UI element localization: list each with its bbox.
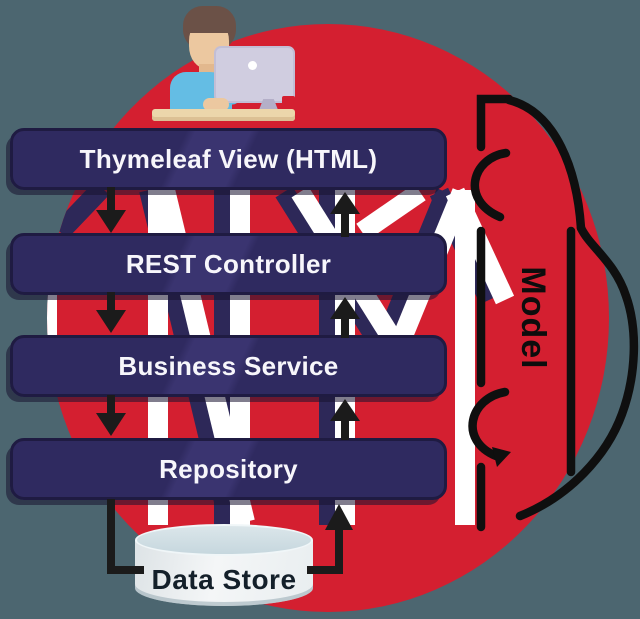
layer-box-repository: Repository [10,438,447,500]
cylinder-top-ellipse [135,524,313,556]
person-hand [203,98,229,111]
model-label: Model [514,266,553,370]
developer-at-computer-illustration [0,0,320,130]
desk [152,109,295,121]
mug-icon [282,96,295,110]
person-hair-fringe [183,6,236,33]
monitor-camera-dot [248,61,257,70]
monitor-stand [259,99,278,110]
layer-box-thymeleaf-view: Thymeleaf View (HTML) [10,128,447,190]
layer-box-business-service: Business Service [10,335,447,397]
data-store-label: Data Store [151,564,297,595]
layer-box-rest-controller: REST Controller [10,233,447,295]
data-store-cylinder: Data Store [135,524,313,606]
monitor-icon [214,46,295,103]
